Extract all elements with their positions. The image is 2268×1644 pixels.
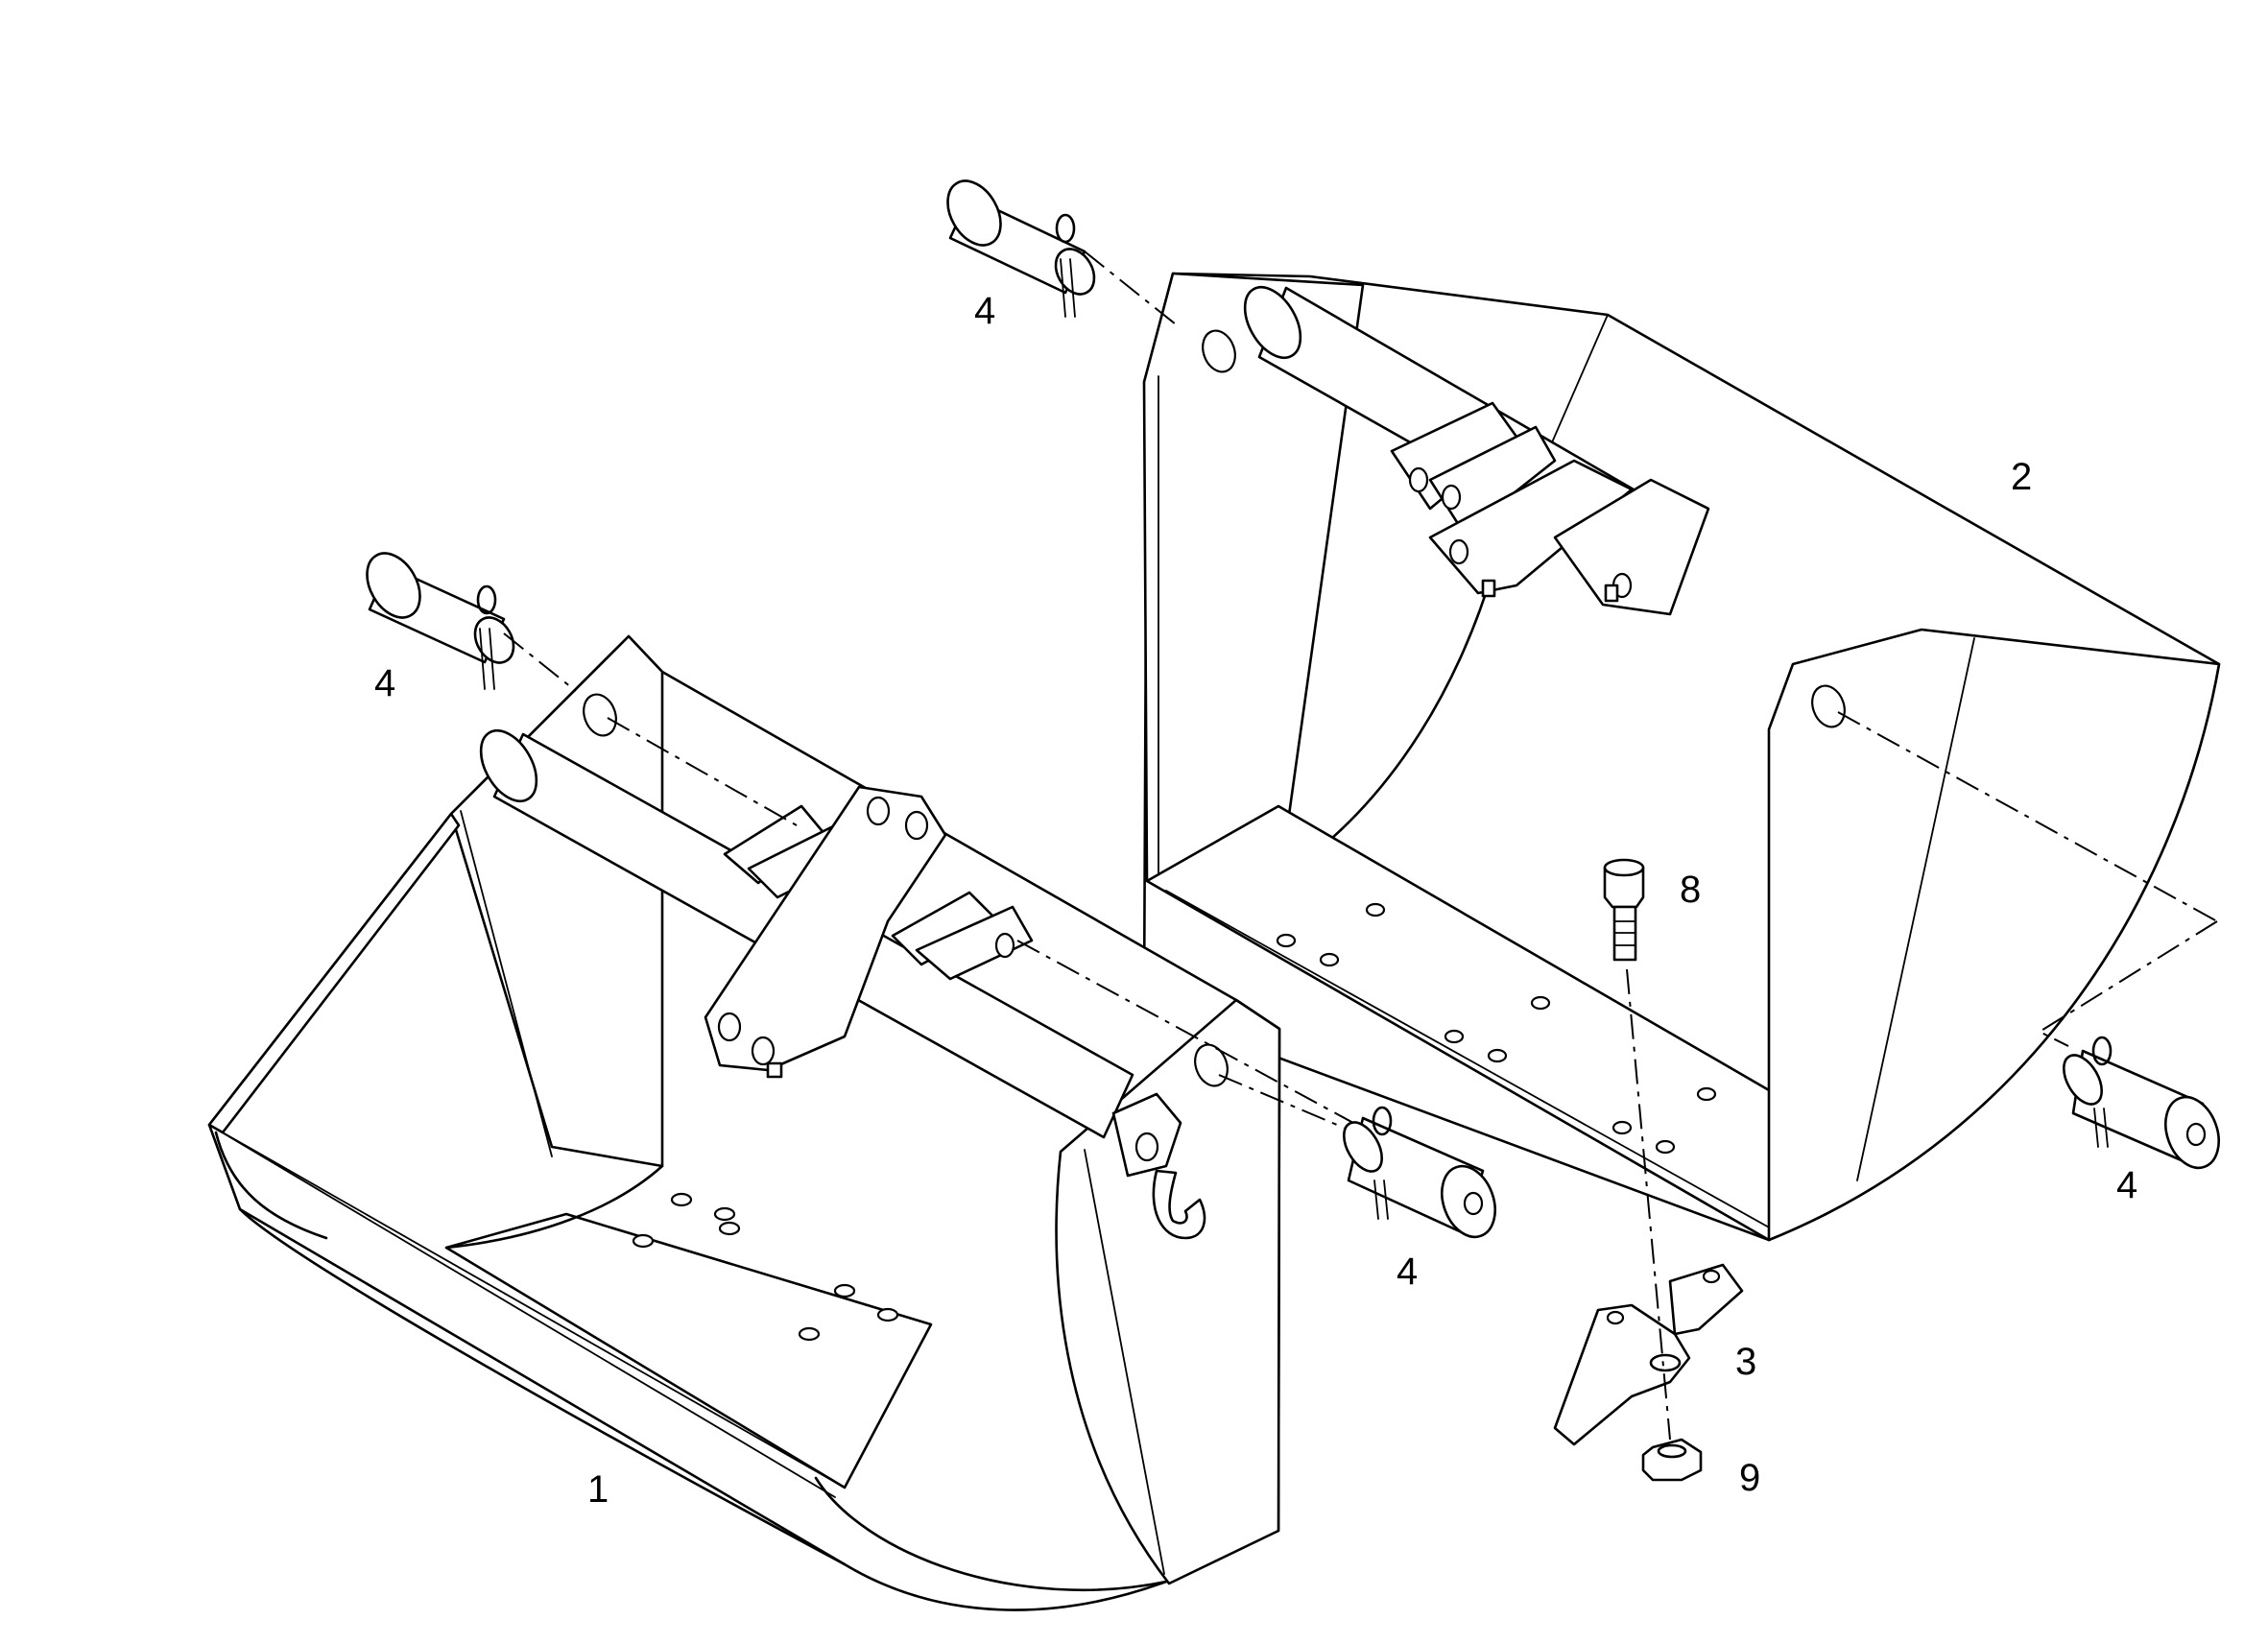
bucket-1-hook [1111,1092,1206,1240]
callout-pin-b: 4 [374,662,395,704]
callout-pin-d: 4 [2116,1164,2137,1206]
bucket-1-bolt-holes [632,1192,899,1342]
pin-b [366,552,515,690]
tooth-3 [1553,1263,1744,1446]
bucket-2 [1142,272,2221,1242]
nut-9 [1641,1438,1703,1482]
callout-pin-c: 4 [1397,1251,1418,1293]
bucket-2-coupler [1390,401,1710,616]
pin-a [946,179,1096,318]
callout-nut: 9 [1739,1457,1760,1499]
callout-tooth: 3 [1735,1341,1756,1383]
bucket-2-bolt-holes [1276,902,1717,1155]
callout-bolt: 8 [1680,869,1701,911]
callout-labels: 4 4 4 4 2 1 8 3 9 [374,290,2137,1511]
assembly-lines [503,250,2218,1441]
callout-pin-a: 4 [974,290,995,332]
pin-d [2063,1036,2220,1170]
bucket-1 [207,634,1281,1611]
pin-c [1343,1106,1496,1239]
callout-bucket-2: 2 [2011,456,2032,498]
callout-bucket-1: 1 [587,1468,609,1511]
bucket-1-coupler [704,785,1034,1079]
bolt-8 [1603,858,1645,962]
